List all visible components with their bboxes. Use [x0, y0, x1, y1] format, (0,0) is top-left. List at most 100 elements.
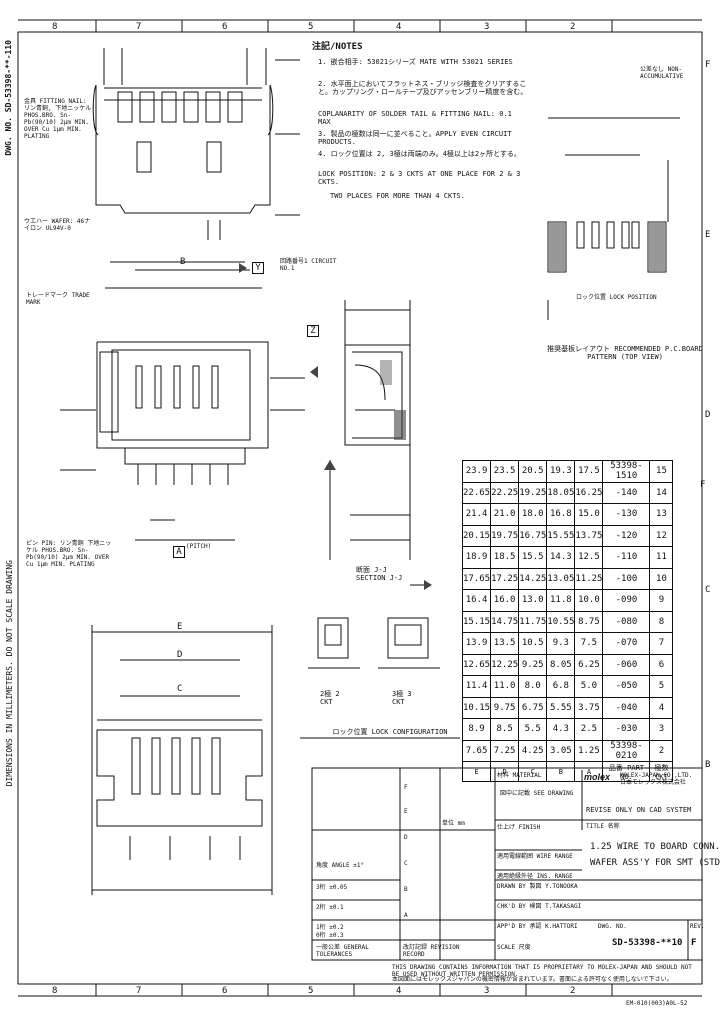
pcb-pattern-title: 推奨基板レイアウト RECOMMENDED P.C.BOARD PATTERN … — [547, 345, 703, 361]
table-cell: 7.25 — [490, 739, 520, 762]
zone-bottom-4: 4 — [396, 986, 402, 996]
table-cell: 4.3 — [546, 718, 576, 741]
drawing-number-vertical: DWG. NO. SD-53398-**-110 — [4, 40, 13, 156]
table-cell: 11.4 — [461, 675, 492, 698]
table-header: 極数 CKT — [649, 761, 674, 782]
units-label: 単位 mm — [442, 820, 465, 827]
table-cell: 16.75 — [518, 524, 548, 547]
note-1: 1. 嵌合相手: 53021シリーズ MATE WITH 53021 SERIE… — [318, 58, 513, 66]
scale-label: SCALE 尺度 — [497, 944, 531, 951]
table-cell: 15.15 — [461, 610, 492, 633]
circuit-no-callout: 回路番号1 CIRCUIT NO.1 — [280, 258, 337, 272]
molex-logo: molex — [584, 772, 611, 782]
checked-by: CHK'D BY 検図 T.TAKASAGI — [497, 903, 582, 910]
table-cell: 5.0 — [574, 675, 604, 698]
table-cell: 14.3 — [546, 546, 576, 569]
table-cell: 5.55 — [546, 696, 576, 719]
revision-record: 改訂記録 REVISION RECORD — [403, 944, 460, 958]
table-cell: 14.25 — [518, 567, 548, 590]
table-cell: 8 — [649, 610, 674, 633]
form-number: EM-010(003)A0L-52 — [626, 1000, 688, 1007]
table-cell: 15.5 — [518, 546, 548, 569]
table-cell: 11 — [649, 546, 674, 569]
section-label: 断面 J-J SECTION J-J — [356, 566, 403, 582]
zone-top-6: 6 — [222, 22, 228, 32]
zone-top-8: 8 — [52, 22, 58, 32]
datum-f: F — [700, 480, 706, 490]
tol-3-digit: 3桁 ±0.05 — [316, 884, 348, 891]
table-cell: 19.75 — [490, 524, 520, 547]
table-cell: 10.5 — [518, 632, 548, 655]
table-cell: 15 — [649, 460, 674, 483]
table-cell: 53398-0210 — [602, 739, 651, 762]
table-cell: 12.5 — [574, 546, 604, 569]
zone-side-e: E — [705, 230, 711, 240]
table-cell: 10.0 — [574, 589, 604, 612]
table-cell: 12.25 — [490, 653, 520, 676]
zone-bottom-3: 3 — [484, 986, 490, 996]
wafer-callout: ウエハー WAFER: 46ナイロン UL94V-0 — [24, 218, 91, 232]
lock-config-label: ロック位置 LOCK CONFIGURATION — [332, 728, 448, 736]
material-value: 図中に記載 SEE DRAWING — [500, 790, 574, 797]
note-2b: COPLANARITY OF SOLDER TAIL & FITTING NAI… — [318, 110, 512, 126]
rev-letter-a: A — [404, 912, 408, 919]
table-cell: -130 — [602, 503, 651, 526]
table-cell: 7.5 — [574, 632, 604, 655]
table-cell: 2 — [649, 739, 674, 762]
table-cell: 11.0 — [490, 675, 520, 698]
title-label: TITLE 名称 — [586, 823, 620, 830]
three-ckt-label: 3極 3 CKT — [392, 690, 412, 706]
table-cell: 22.25 — [490, 481, 520, 504]
table-cell: -070 — [602, 632, 651, 655]
table-cell: 19.3 — [546, 460, 576, 483]
table-cell: 9.3 — [546, 632, 576, 655]
dwg-no: SD-53398-**10 — [612, 938, 683, 948]
table-cell: -120 — [602, 524, 651, 547]
table-cell: 8.9 — [461, 718, 492, 741]
table-cell: 17.5 — [574, 460, 604, 483]
pcb-lock-position: ロック位置 LOCK POSITION — [576, 294, 657, 301]
rev-label: REV. — [690, 923, 705, 930]
zone-side-c: C — [705, 585, 711, 595]
rev-letter-e: E — [404, 808, 408, 815]
zone-top-2: 2 — [570, 22, 576, 32]
table-cell: 21.4 — [461, 503, 492, 526]
table-cell: 8.75 — [574, 610, 604, 633]
zone-bottom-6: 6 — [222, 986, 228, 996]
table-cell: 8.05 — [546, 653, 576, 676]
pcb-tolerance-note: 公差なし NON-ACCUMULATIVE — [640, 66, 684, 80]
trade-mark-callout: トレードマーク TRADE MARK — [26, 292, 90, 306]
table-cell: 4 — [649, 696, 674, 719]
table-cell: 10 — [649, 567, 674, 590]
dwg-no-label: DWG. NO. — [598, 923, 627, 930]
datum-y: Y — [252, 262, 264, 274]
table-cell: 13.05 — [546, 567, 576, 590]
ins-range-label: 適用絶縁外径 INS. RANGE — [497, 873, 573, 880]
note-4: 4. ロック位置は 2, 3極は両端のみ。4極以上は2ヶ所とする。 — [318, 150, 521, 158]
table-header: E — [461, 761, 492, 782]
table-cell: 13.5 — [490, 632, 520, 655]
general-tolerances: 一般公差 GENERAL TOLERANCES — [316, 944, 369, 958]
wire-range-label: 適用電線範囲 WIRE RANGE — [497, 853, 573, 860]
table-cell: -050 — [602, 675, 651, 698]
tol-2-digit: 2桁 ±0.1 — [316, 904, 344, 911]
table-cell: 21.0 — [490, 503, 520, 526]
proprietary-notice-jp: 本図面にはモレックスジャパンの機密情報が含まれています。書面による許可なく使用し… — [392, 976, 673, 983]
table-cell: 13.75 — [574, 524, 604, 547]
table-cell: -090 — [602, 589, 651, 612]
table-cell: 7 — [649, 632, 674, 655]
table-cell: 9.75 — [490, 696, 520, 719]
dim-b: B — [180, 257, 186, 267]
table-cell: -140 — [602, 481, 651, 504]
rev-letter-f: F — [404, 784, 408, 791]
dim-e: E — [177, 622, 183, 632]
table-cell: 3 — [649, 718, 674, 741]
table-cell: 18.5 — [490, 546, 520, 569]
